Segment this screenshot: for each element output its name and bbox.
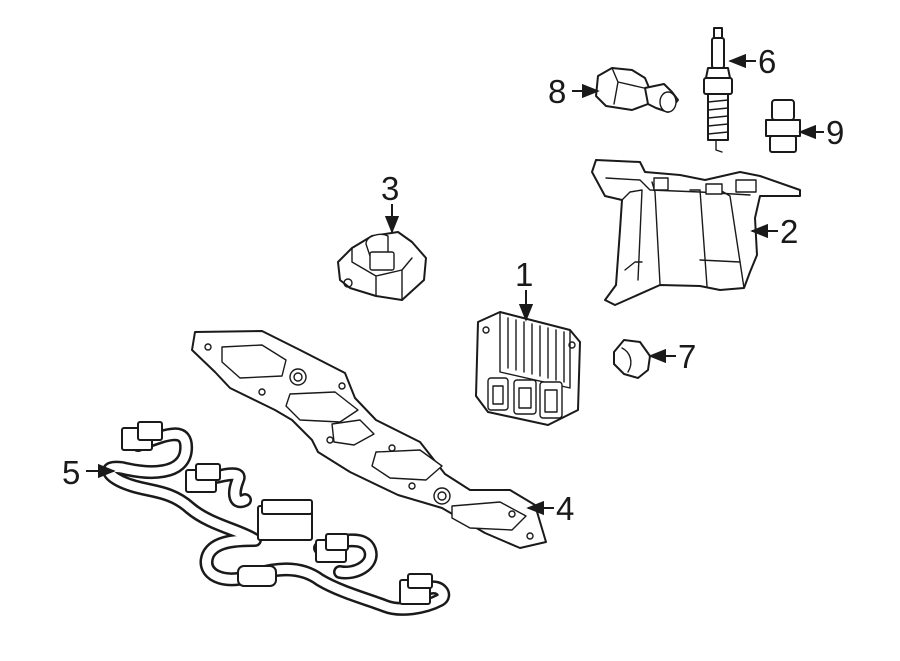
leader-lines [86,53,824,516]
wiring-harness-part [102,421,451,616]
callout-6: 6 [758,43,776,80]
callout-4: 4 [556,490,574,527]
grommet-part [613,339,651,379]
mounting-bracket-part [591,159,801,306]
pressure-switch-part [765,99,801,153]
callout-2: 2 [780,213,798,250]
callout-8: 8 [548,73,566,110]
callout-1: 1 [515,256,533,293]
manifold-gasket-part [191,330,547,549]
spark-plug-part [703,27,733,153]
callout-7: 7 [678,338,696,375]
ignition-coil-part [337,231,427,301]
callout-5: 5 [62,454,80,491]
callout-3: 3 [381,170,399,207]
sensor-connector-part [595,67,679,113]
callout-9: 9 [826,114,844,151]
callout-labels: 1 2 3 4 5 6 7 8 9 [62,43,844,527]
control-module-part [475,311,581,426]
